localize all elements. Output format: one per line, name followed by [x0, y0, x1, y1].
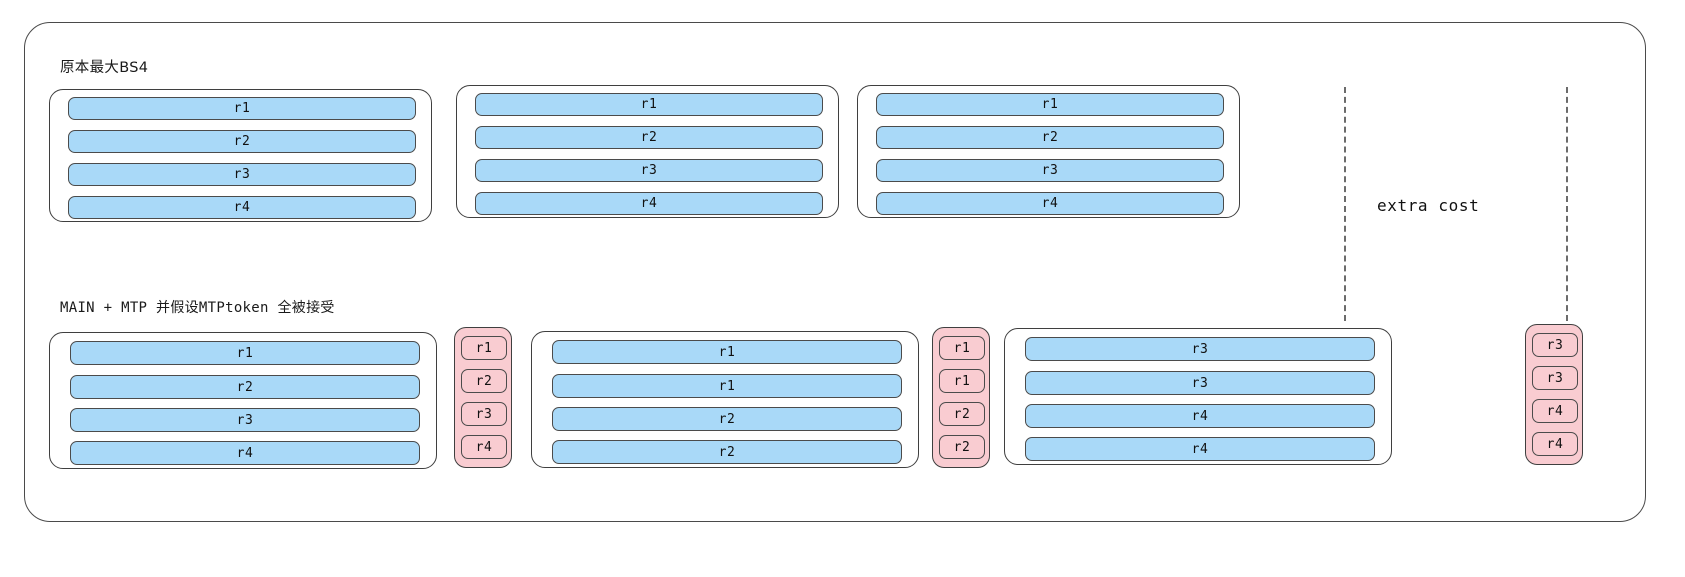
token-bar: r1	[552, 340, 902, 364]
token-bar: r4	[475, 192, 823, 215]
extra-token-bar: r3	[1532, 333, 1578, 357]
token-bar: r1	[876, 93, 1224, 116]
extra-col-2: r1 r1 r2 r2	[932, 327, 990, 468]
token-bar: r1	[475, 93, 823, 116]
bottom-section-caption: MAIN + MTP 并假设MTPtoken 全被接受	[60, 300, 335, 316]
bottom-group-3: r3 r3 r4 r4	[1004, 328, 1392, 465]
top-section-caption: 原本最大BS4	[60, 60, 149, 76]
token-bar: r4	[876, 192, 1224, 215]
dashed-separator-left	[1344, 87, 1346, 321]
token-bar: r2	[552, 407, 902, 431]
token-bar: r1	[552, 374, 902, 398]
extra-col-3: r3 r3 r4 r4	[1525, 324, 1583, 465]
extra-token-bar: r1	[939, 369, 985, 393]
extra-token-bar: r3	[461, 402, 507, 426]
token-bar: r3	[1025, 371, 1375, 395]
top-group-2: r1 r2 r3 r4	[456, 85, 839, 218]
top-group-3: r1 r2 r3 r4	[857, 85, 1240, 218]
token-bar: r2	[475, 126, 823, 149]
extra-token-bar: r4	[1532, 432, 1578, 456]
token-bar: r4	[1025, 437, 1375, 461]
token-bar: r4	[68, 196, 416, 219]
token-bar: r2	[876, 126, 1224, 149]
extra-token-bar: r4	[461, 435, 507, 459]
token-bar: r3	[475, 159, 823, 182]
extra-token-bar: r4	[1532, 399, 1578, 423]
token-bar: r3	[68, 163, 416, 186]
extra-token-bar: r2	[939, 435, 985, 459]
token-bar: r1	[68, 97, 416, 120]
token-bar: r4	[70, 441, 420, 465]
extra-token-bar: r1	[461, 336, 507, 360]
token-bar: r2	[68, 130, 416, 153]
token-bar: r3	[1025, 337, 1375, 361]
token-bar: r3	[876, 159, 1224, 182]
top-group-1: r1 r2 r3 r4	[49, 89, 432, 222]
extra-token-bar: r1	[939, 336, 985, 360]
extra-col-1: r1 r2 r3 r4	[454, 327, 512, 468]
extra-cost-label: extra cost	[1377, 196, 1480, 215]
token-bar: r4	[1025, 404, 1375, 428]
token-bar: r2	[552, 440, 902, 464]
token-bar: r3	[70, 408, 420, 432]
bottom-group-2: r1 r1 r2 r2	[531, 331, 919, 468]
extra-token-bar: r2	[461, 369, 507, 393]
extra-token-bar: r2	[939, 402, 985, 426]
dashed-separator-right	[1566, 87, 1568, 321]
token-bar: r1	[70, 341, 420, 365]
token-bar: r2	[70, 375, 420, 399]
bottom-group-1: r1 r2 r3 r4	[49, 332, 437, 469]
extra-token-bar: r3	[1532, 366, 1578, 390]
